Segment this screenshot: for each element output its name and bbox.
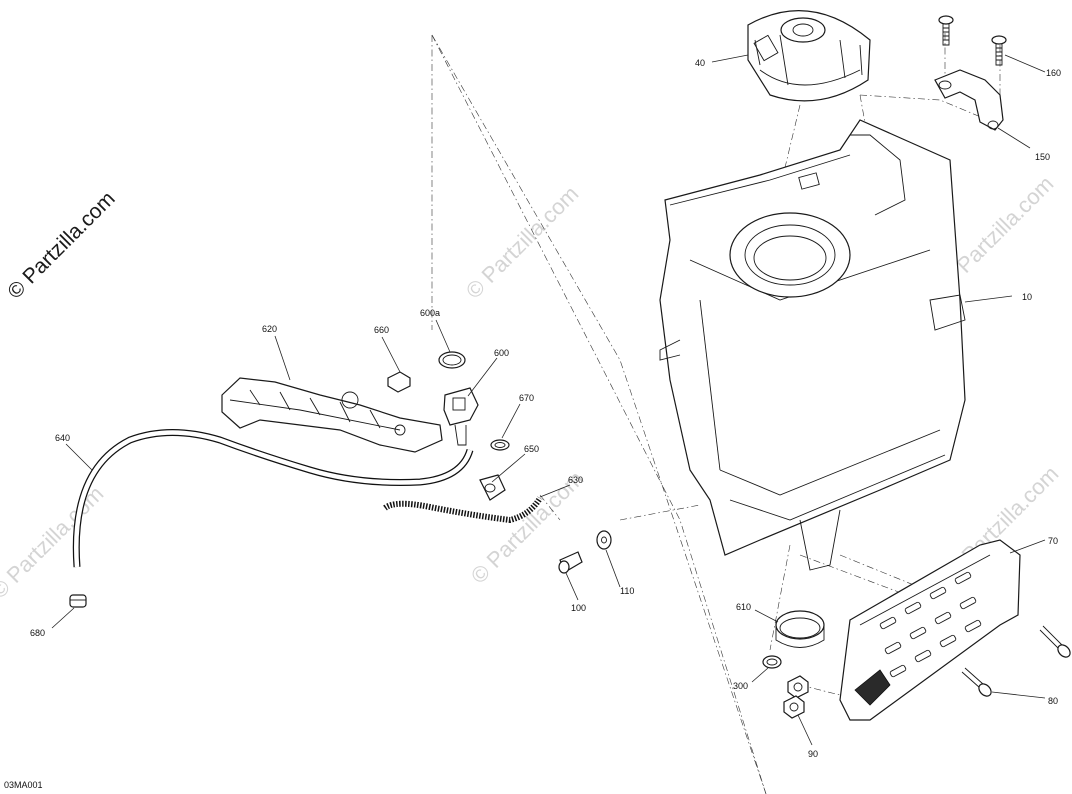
watermark-text: © Partzilla.com	[0, 481, 108, 604]
screw-part	[1039, 625, 1071, 658]
callout-label: 40	[695, 58, 705, 68]
fitting-part	[443, 387, 479, 446]
callout-label: 610	[736, 602, 751, 612]
watermark-text: © Partzilla.com	[461, 181, 584, 304]
screw-part	[938, 15, 954, 46]
corrugated-hose-part	[383, 496, 543, 524]
fuel-hose-part	[72, 429, 474, 568]
callout-label: 100	[571, 603, 586, 613]
bolt-part	[783, 695, 805, 719]
callout-label: 670	[519, 393, 534, 403]
hose-clamp-part	[775, 610, 825, 648]
shield-slots	[879, 571, 982, 678]
callout-label: 90	[808, 749, 818, 759]
callout-label: 150	[1035, 152, 1050, 162]
callout-label: 640	[55, 433, 70, 443]
bolt-part	[787, 675, 809, 699]
callout-label: 600a	[420, 308, 440, 318]
callout-label: 620	[262, 324, 277, 334]
fuel-tank-part	[659, 119, 966, 571]
callout-label: 300	[733, 681, 748, 691]
callout-label: 110	[620, 586, 634, 596]
o-ring-part	[438, 351, 466, 369]
leader-lines	[51, 54, 1046, 746]
callout-label: 660	[374, 325, 389, 335]
bolt-part	[387, 371, 411, 393]
shield-plate-part	[839, 539, 1021, 721]
small-clamp-part	[69, 594, 87, 608]
bracket-part	[934, 69, 1004, 131]
callout-label: 680	[30, 628, 45, 638]
small-clamp-part	[762, 655, 782, 669]
callouts: 40 10 160 150 70 80 90 300 610 100 110 6…	[30, 58, 1061, 759]
fuel-cap-part	[747, 9, 871, 102]
watermark-main: © Partzilla.com	[3, 187, 119, 303]
callout-label: 160	[1046, 68, 1061, 78]
callout-label: 600	[494, 348, 509, 358]
small-clamp-part	[490, 439, 510, 451]
harness-bracket-part	[221, 377, 443, 453]
callout-label: 630	[568, 475, 583, 485]
screw-part	[961, 667, 992, 697]
screw-part	[991, 35, 1007, 66]
drawing-code: 03MA001	[4, 780, 43, 790]
callout-label: 70	[1048, 536, 1058, 546]
callout-label: 10	[1022, 292, 1032, 302]
callout-label: 650	[524, 444, 539, 454]
small-clamp-part	[479, 474, 506, 501]
callout-label: 80	[1048, 696, 1058, 706]
bolt-part	[558, 551, 583, 574]
washer-part	[596, 530, 612, 550]
